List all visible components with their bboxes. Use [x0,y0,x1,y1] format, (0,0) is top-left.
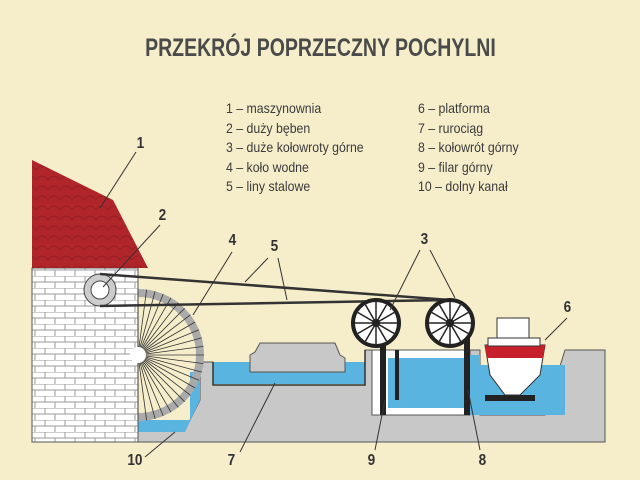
winch-post [380,320,386,415]
winch-post [464,320,470,415]
wheel-spoke [137,354,200,381]
label-4: 4 [228,232,237,249]
upper-winch-wheel [351,298,401,348]
submerged-barge [249,342,346,373]
engine-house-roof [32,160,148,268]
legend-item: 5 – liny stalowe [226,178,311,194]
wheel-spoke [137,337,202,356]
wheel-spoke [137,289,148,356]
legend-item: 7 – rurociąg [418,119,484,136]
legend-item: 3 – duże kołowroty górne [226,139,364,155]
legend-item: 6 – platforma [418,100,490,116]
label-3: 3 [420,231,429,248]
upper-winch-wheel [425,298,475,348]
legend-item: 10 – dolny kanał [418,178,508,194]
wheel-spoke [137,354,204,365]
water-wheel [130,289,204,421]
wheel-spoke [137,354,164,417]
wheel-spoke [137,345,204,356]
legend-left: 1 – maszynownia 2 – duży bęben 3 – duże … [226,99,364,197]
wheel-spoke [137,354,148,421]
legend-item: 9 – filar górny [418,158,493,175]
wheel-spoke [137,354,156,419]
wheel-spoke [137,302,179,356]
label-10: 10 [127,452,143,469]
platform [485,395,535,401]
label-1: 1 [136,135,145,152]
legend-right: 6 – platforma 7 – rurociąg 8 – kołowrót … [418,99,519,197]
label-6: 6 [563,299,572,316]
wheel-spoke [137,354,185,402]
label-2: 2 [158,207,167,224]
wheel-spoke [137,354,202,373]
wheel-spoke [137,354,172,413]
wheel-spoke [137,354,196,389]
wheel-spoke [137,297,172,356]
wheel-spoke [137,354,179,408]
label-7: 7 [227,452,236,469]
legend-item: 4 – koło wodne [226,158,309,175]
engine-house-wall [31,267,139,443]
label-8: 8 [478,452,487,469]
wheel-spoke [137,308,185,356]
steel-cable [99,272,451,302]
wheel-spoke [137,321,196,356]
legend-item: 1 – maszynownia [226,100,322,116]
wheel-spoke [137,329,200,356]
wheel-spoke [137,291,156,356]
steel-cable [99,298,451,308]
diagram-title: PRZEKRÓJ POPRZECZNY POCHYLNI [145,34,496,62]
label-5: 5 [270,238,279,255]
legend-item: 2 – duży bęben [226,119,311,136]
wheel-spoke [137,314,191,356]
legend-item: 8 – kołowrót górny [418,139,519,155]
wheel-spoke [137,354,191,396]
leader-lines [99,151,568,458]
label-9: 9 [367,452,376,469]
